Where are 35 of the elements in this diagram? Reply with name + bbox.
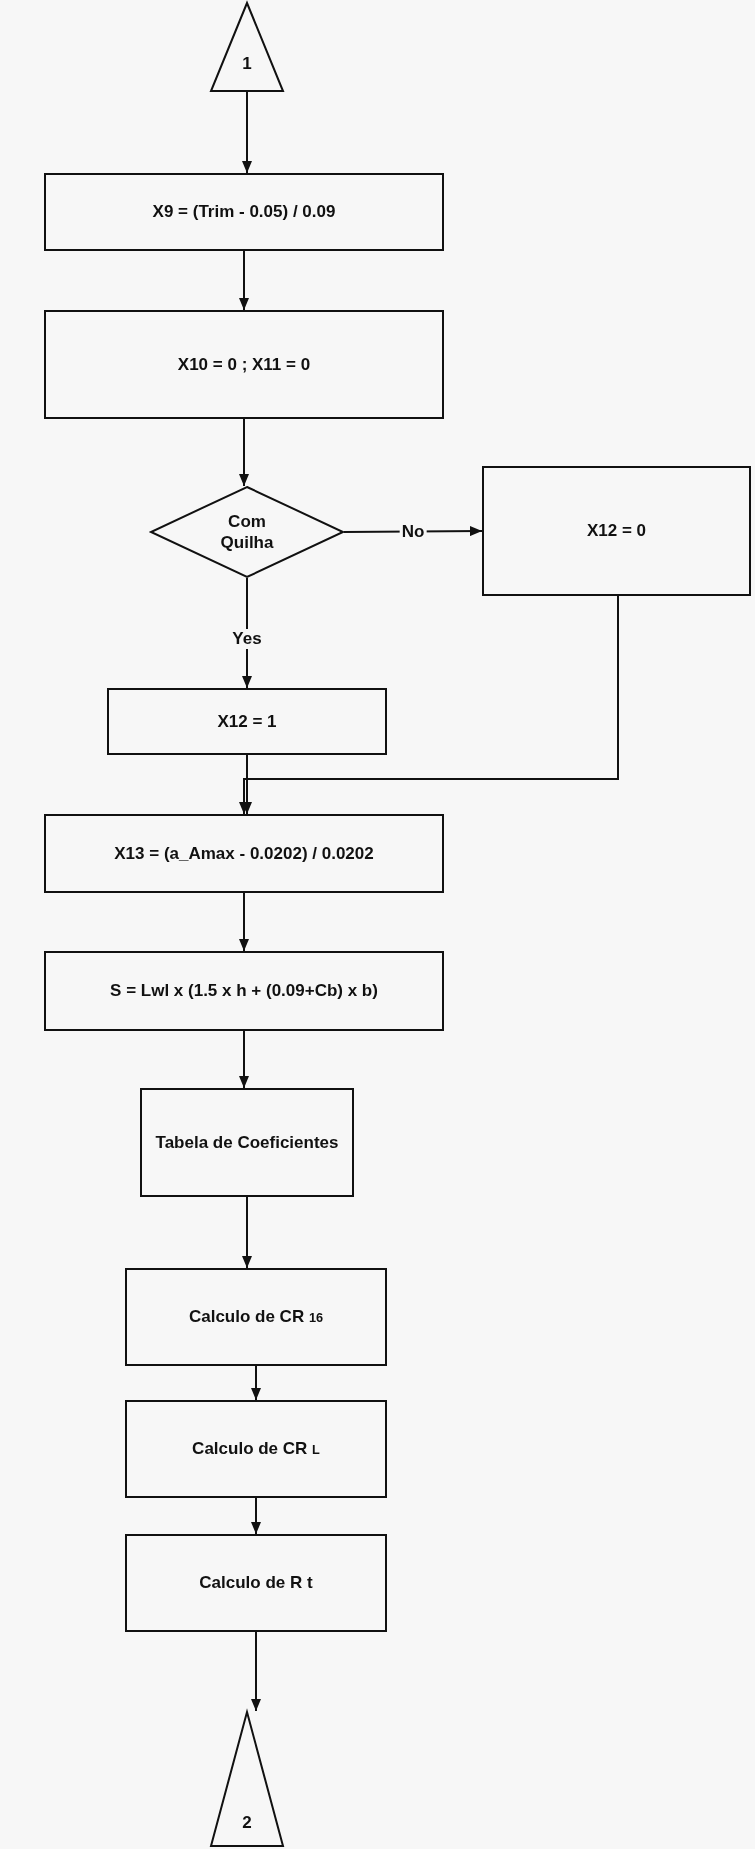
- node-label: X12 = 1: [217, 710, 277, 733]
- process-box: [125, 1400, 387, 1498]
- decision-diamond: [150, 486, 344, 578]
- node-label: X10 = 0 ; X11 = 0: [177, 353, 311, 376]
- node-label: Tabela de Coeficientes: [155, 1131, 339, 1154]
- arrow: [251, 1365, 261, 1401]
- connector-triangle: [210, 2, 284, 92]
- arrow: [239, 1030, 249, 1089]
- process-box: [44, 310, 444, 419]
- process-box: [125, 1268, 387, 1366]
- process-box: [125, 1534, 387, 1632]
- process-box: [140, 1088, 354, 1197]
- node-label: X9 = (Trim - 0.05) / 0.09: [152, 201, 336, 223]
- node-label: 1: [242, 52, 252, 74]
- arrow: [251, 1631, 261, 1712]
- node-label: S = Lwl x (1.5 x h + (0.09+Cb) x b): [110, 980, 378, 1002]
- arrow: [251, 1497, 261, 1535]
- process-box: [482, 466, 751, 596]
- node-label: X13 = (a_Amax - 0.0202) / 0.0202: [114, 842, 374, 865]
- arrow: [239, 418, 249, 487]
- process-box: [107, 688, 387, 755]
- arrow: [239, 892, 249, 952]
- arrow: [239, 250, 249, 311]
- arrow: [242, 91, 252, 174]
- node-label: Calculo de R t: [199, 1572, 313, 1594]
- edge-label: Yes: [230, 628, 264, 649]
- node-label: X12 = 0: [586, 520, 647, 542]
- node-label: 2: [242, 1811, 252, 1833]
- connector-triangle: [210, 1711, 284, 1847]
- process-box: [44, 951, 444, 1031]
- node-label: Com Quilha: [219, 510, 275, 554]
- arrow: [239, 595, 619, 815]
- process-box: [44, 814, 444, 893]
- arrow: [242, 1196, 252, 1269]
- process-box: [44, 173, 444, 251]
